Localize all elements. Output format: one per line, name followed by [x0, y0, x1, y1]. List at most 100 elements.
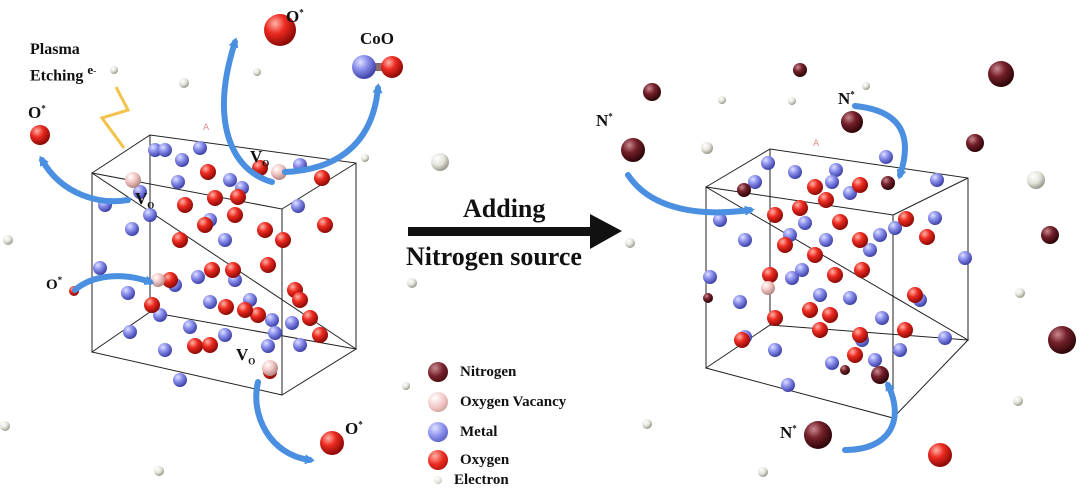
metal-atom	[93, 261, 107, 275]
v-sub: O	[147, 200, 155, 211]
vacancy-atom	[151, 273, 165, 287]
metal-atom	[158, 143, 172, 157]
oxygen-atom	[260, 257, 276, 273]
electron	[718, 96, 726, 104]
metal-atom	[703, 270, 717, 284]
v-sub: O	[248, 356, 256, 367]
legend-item-metal: Metal	[428, 422, 497, 442]
metal-atom	[183, 320, 197, 334]
label-vo-bottom: VO	[236, 346, 255, 366]
star-sup: *	[41, 103, 46, 114]
oxygen-atom	[919, 229, 935, 245]
oxygen-atom	[928, 443, 952, 467]
electron	[407, 278, 417, 288]
electron	[758, 467, 768, 477]
electron	[625, 238, 635, 248]
metal-atom-icon	[428, 422, 448, 442]
n-symbol: N	[838, 89, 851, 108]
metal-atom	[813, 288, 827, 302]
electron	[431, 153, 449, 171]
label-vo-top: VO	[250, 148, 269, 168]
electron	[1015, 288, 1025, 298]
vacancy-atom	[761, 281, 775, 295]
vacancy-atom	[271, 164, 287, 180]
oxygen-atom	[847, 347, 863, 363]
oxygen-atom	[162, 272, 178, 288]
oxygen-atom	[898, 211, 914, 227]
nitrogen-atom	[988, 61, 1014, 87]
oxygen-atom	[762, 267, 778, 283]
electron	[179, 78, 189, 88]
electron	[361, 154, 369, 162]
metal-atom	[843, 291, 857, 305]
label-n-star-bottom: N*	[780, 424, 797, 441]
nitrogen-atom	[840, 365, 850, 375]
oxygen-atom	[144, 297, 160, 313]
nitrogen-atom	[1041, 226, 1059, 244]
label-o-star-bottom: O*	[345, 420, 363, 437]
nitrogen-atom	[841, 111, 863, 133]
oxygen-atom	[237, 302, 253, 318]
metal-atom	[223, 173, 237, 187]
star-sup: *	[299, 7, 304, 18]
metal-atom	[879, 150, 893, 164]
label-o-star-mid: O*	[46, 276, 62, 293]
metal-atom	[795, 263, 809, 277]
oxygen-atom	[202, 337, 218, 353]
oxygen-atom	[187, 338, 203, 354]
vacancy-atom	[262, 360, 278, 376]
metal-atom	[291, 199, 305, 213]
metal-atom	[788, 165, 802, 179]
oxygen-atom	[227, 207, 243, 223]
oxygen-atom	[734, 332, 750, 348]
nitrogen-atom	[1048, 326, 1076, 354]
nitrogen-atom-icon	[428, 362, 448, 382]
legend-label: Nitrogen	[460, 363, 517, 380]
oxygen-atom	[827, 267, 843, 283]
flow-arrow-bottom-o	[253, 379, 315, 465]
flow-arrow-top-center	[221, 37, 275, 185]
star-sup: *	[57, 275, 63, 285]
metal-atom	[825, 356, 839, 370]
nitrogen-atom	[793, 63, 807, 77]
oxygen-atom	[257, 222, 273, 238]
metal-atom	[825, 175, 839, 189]
metal-atom	[863, 243, 877, 257]
arrow-label-line2: Nitrogen source	[406, 242, 582, 271]
electron	[3, 235, 13, 245]
flow-arrow-n-left	[625, 172, 755, 216]
electron	[253, 68, 261, 76]
o-symbol: O	[28, 103, 42, 122]
label-coo: CoO	[360, 29, 394, 48]
electron	[1013, 396, 1023, 406]
oxygen-atom	[852, 327, 868, 343]
vacancy-atom	[125, 172, 141, 188]
metal-atom	[218, 233, 232, 247]
metal-atom	[191, 270, 205, 284]
metal-atom	[203, 295, 217, 309]
oxygen-atom	[802, 302, 818, 318]
metal-atom	[133, 185, 147, 199]
flow-arrows	[39, 37, 908, 465]
metal-atom	[158, 343, 172, 357]
oxygen-atom	[302, 310, 318, 326]
oxygen-atom	[907, 287, 923, 303]
oxygen-atom	[317, 217, 333, 233]
metal-atom	[123, 325, 137, 339]
metal-atom	[748, 175, 762, 189]
oxygen-atom	[320, 431, 344, 455]
metal-atom	[713, 213, 727, 227]
oxygen-atom	[230, 189, 246, 205]
electron	[154, 466, 164, 476]
label-electron-sup: -	[93, 66, 97, 76]
flow-arrow-left-o	[72, 273, 155, 293]
oxygen-atom	[807, 179, 823, 195]
metal-atom	[761, 156, 775, 170]
nitrogen-atom	[737, 183, 751, 197]
o-symbol: O	[46, 277, 58, 293]
metal-atom	[285, 316, 299, 330]
nitrogen-atom	[703, 293, 713, 303]
label-n-star-left: N*	[596, 112, 613, 129]
cube-corner-label-left: A	[203, 123, 210, 133]
